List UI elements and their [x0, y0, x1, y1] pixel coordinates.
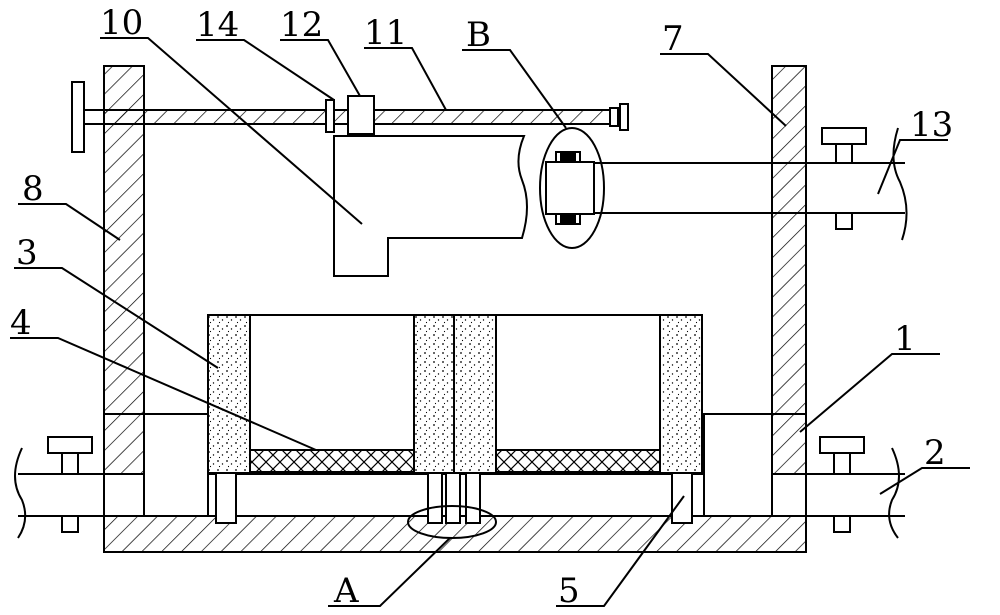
container-wall-mid-left	[413, 314, 455, 474]
screw-end-nut-2	[619, 103, 629, 131]
mesh-right	[495, 449, 661, 473]
slider-nut	[347, 95, 375, 135]
arm	[594, 127, 908, 241]
leg-left	[215, 472, 237, 524]
motor-housing	[333, 135, 528, 277]
arm-knob	[821, 127, 867, 230]
collar	[325, 99, 335, 133]
left-base-hatch	[103, 413, 145, 475]
label-7: 7	[662, 19, 684, 59]
label-3: 3	[16, 233, 38, 273]
label-10: 10	[100, 3, 143, 43]
container-wall-right	[659, 314, 703, 474]
lower-right-knob	[819, 436, 865, 533]
label-4: 4	[10, 303, 32, 343]
container-wall-left	[207, 314, 251, 474]
coupling	[545, 151, 595, 225]
container-wall-mid-right	[453, 314, 497, 474]
label-8: 8	[22, 169, 44, 209]
label-1: 1	[894, 319, 916, 359]
right-pillar	[771, 65, 807, 415]
lower-left-knob	[47, 436, 93, 533]
label-12: 12	[280, 5, 323, 45]
label-a: A	[333, 571, 359, 611]
right-pillar-lower	[771, 473, 807, 517]
label-13: 13	[910, 105, 953, 145]
leader-lines	[10, 37, 970, 607]
left-support	[143, 413, 209, 517]
label-5: 5	[558, 571, 580, 611]
screw-end-nut-1	[609, 107, 619, 127]
detail-circle-b	[539, 127, 605, 249]
mesh-left	[249, 449, 415, 473]
right-pillar-base	[771, 413, 807, 475]
leg-center-b	[445, 472, 461, 524]
label-11: 11	[364, 13, 407, 53]
label-2: 2	[924, 433, 946, 473]
leg-center-a	[427, 472, 443, 524]
leg-center-c	[465, 472, 481, 524]
detail-circle-a	[407, 505, 497, 539]
handwheel-hub	[83, 109, 105, 125]
label-14: 14	[196, 5, 239, 45]
handwheel	[71, 81, 85, 153]
right-support	[703, 413, 773, 517]
label-b: B	[466, 15, 491, 55]
